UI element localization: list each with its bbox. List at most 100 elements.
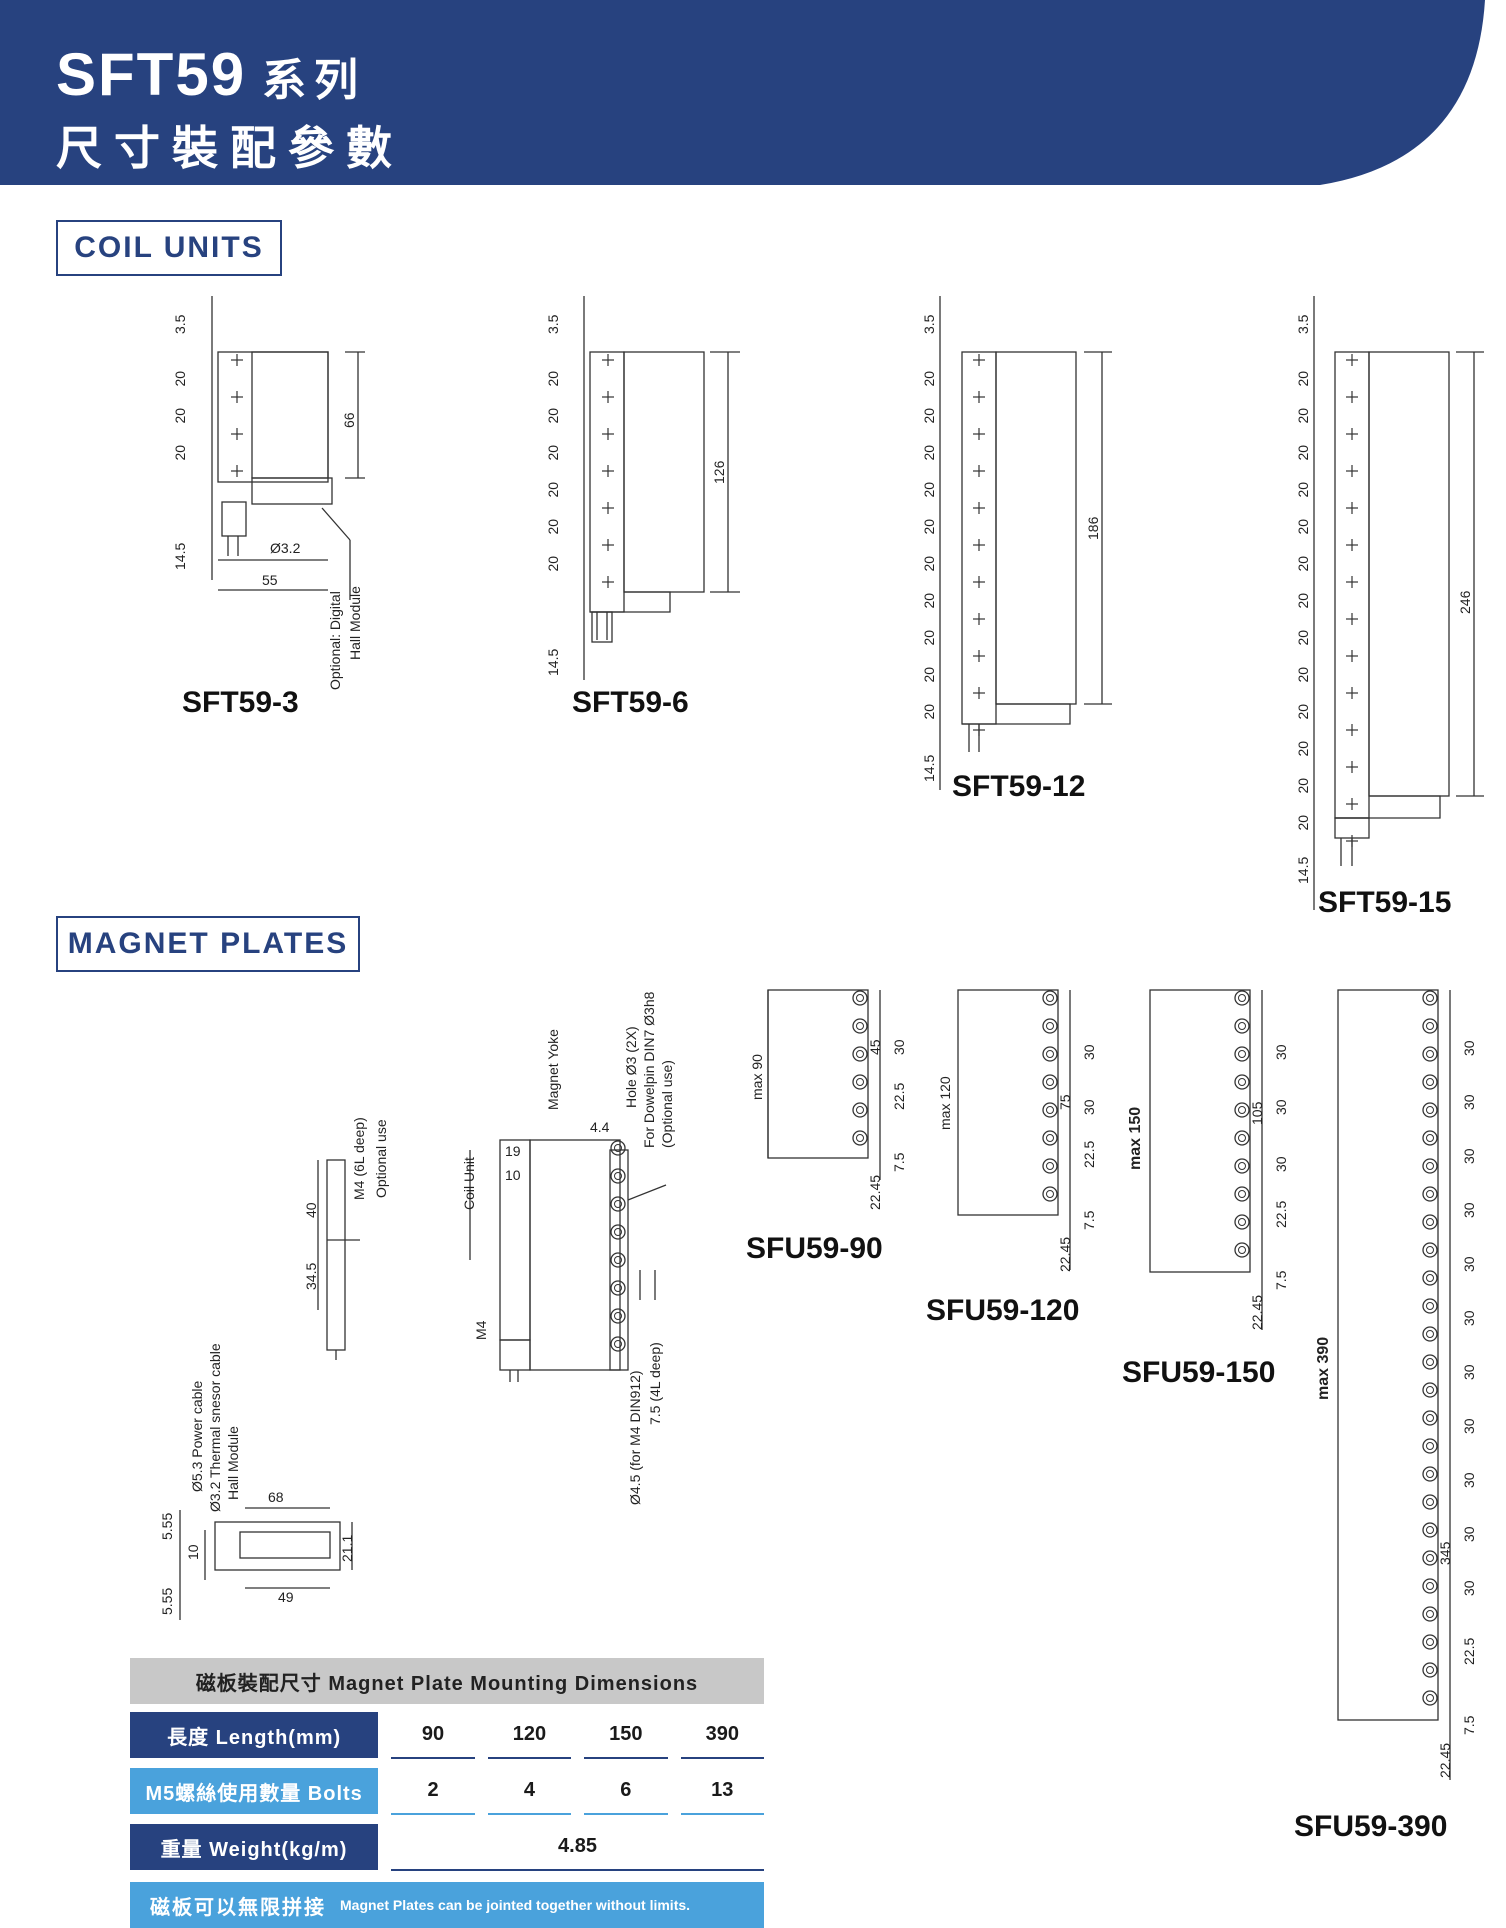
- page-subtitle: 尺寸裝配參數: [56, 122, 404, 174]
- table-key-length: 長度 Length(mm): [130, 1712, 379, 1758]
- magnet-hole-mark: [1422, 1606, 1438, 1622]
- coil-hole-mark: [973, 354, 985, 366]
- coil-hole-mark: [973, 724, 985, 736]
- section-screw-1: Ø4.5 (for M4 DIN912): [627, 1370, 643, 1505]
- coil-pitch-label: 20: [921, 630, 937, 646]
- sfu59-390-pitch-label: 30: [1461, 1364, 1477, 1380]
- magnet-hole-mark: [1422, 1634, 1438, 1650]
- section-m4: M4: [473, 1320, 489, 1340]
- sfu59-390-pitch-label: 30: [1461, 1580, 1477, 1596]
- end-dim-49: 49: [278, 1589, 294, 1605]
- magnet-hole-mark: [610, 1224, 626, 1240]
- magnet-hole-mark: [852, 1018, 868, 1034]
- section-screw-2: 7.5 (4L deep): [647, 1342, 663, 1425]
- magnet-hole-mark: [1234, 990, 1250, 1006]
- magnet-section-view: [469, 1139, 667, 1382]
- sfu59-150-pitch-3: 30: [1273, 1156, 1289, 1172]
- coil-hole-mark: [602, 502, 614, 514]
- coil-pitch-label: 20: [545, 519, 561, 535]
- sfu59-390-edge: 22.45: [1437, 1743, 1453, 1778]
- plate-drawing-sfu59-120: [957, 989, 1071, 1270]
- section-magnet-yoke: Magnet Yoke: [545, 1029, 561, 1110]
- model-label-sfu59-150: SFU59-150: [1122, 1356, 1276, 1389]
- sfu59-390-pitch-label: 30: [1461, 1472, 1477, 1488]
- end-thermal-cable: Ø3.2 Thermal snesor cable: [207, 1343, 223, 1512]
- coil-hole-mark: [973, 465, 985, 477]
- end-dim-68: 68: [268, 1489, 284, 1505]
- header-banner: [0, 0, 1485, 185]
- coil-hole-mark: [1346, 354, 1358, 366]
- magnet-hole-mark: [610, 1308, 626, 1324]
- plate-drawing-sfu59-90: [767, 989, 881, 1180]
- sfu59-390-pitch-label: 30: [1461, 1094, 1477, 1110]
- sfu59-390-pitch-label: 30: [1461, 1418, 1477, 1434]
- side-dim-34-5: 34.5: [303, 1263, 319, 1290]
- coil-pitch-label: 20: [1295, 371, 1311, 387]
- coil-pitch-label: 20: [1295, 482, 1311, 498]
- coil-pitch-label: 20: [921, 519, 937, 535]
- magnet-hole-mark: [610, 1336, 626, 1352]
- table-row: 長度 Length(mm) 90 120 150 390: [130, 1710, 764, 1760]
- coil-hole-mark: [1346, 835, 1358, 847]
- sfu59-90-edge: 22.45: [867, 1175, 883, 1210]
- sfu59-120-max: max 120: [937, 1076, 953, 1130]
- coil-pitch-label: 20: [1295, 408, 1311, 424]
- coil-pitch-label: 20: [545, 371, 561, 387]
- sfu59-150-mid: 22.5: [1273, 1201, 1289, 1228]
- side-m4-note: M4 (6L deep): [351, 1117, 367, 1200]
- coil-pitch-label: 20: [921, 667, 937, 683]
- magnet-hole-mark: [1234, 1130, 1250, 1146]
- sfu59-150-edge: 22.45: [1249, 1295, 1265, 1330]
- coil-pitch-label: 20: [172, 408, 188, 424]
- coil-hole-mark: [973, 613, 985, 625]
- coil-pitch-labels: 2020202020202020202020202020202020202020…: [172, 371, 1311, 831]
- magnet-hole-mark: [1422, 1130, 1438, 1146]
- magnet-hole-mark: [1422, 1354, 1438, 1370]
- coil-pitch-label: 20: [921, 556, 937, 572]
- magnet-hole-mark: [1042, 1186, 1058, 1202]
- sft59-3-note-2: Hall Module: [347, 586, 363, 660]
- magnet-plates-heading: MAGNET PLATES: [56, 916, 360, 972]
- sfu59-390-inner: 345: [1437, 1541, 1453, 1565]
- magnet-hole-mark: [1234, 1018, 1250, 1034]
- magnet-hole-mark: [1422, 1242, 1438, 1258]
- coil-hole-mark: [231, 391, 243, 403]
- coil-hole-mark: [602, 539, 614, 551]
- coil-mounting-holes: [231, 354, 1358, 847]
- end-dim-5-55-bottom: 5.55: [159, 1588, 175, 1615]
- magnet-hole-mark: [1234, 1102, 1250, 1118]
- sft59-12-top-offset: 3.5: [921, 314, 937, 334]
- magnet-hole-mark: [1234, 1242, 1250, 1258]
- coil-hole-mark: [973, 502, 985, 514]
- sfu59-120-end: 7.5: [1081, 1210, 1097, 1230]
- magnet-hole-mark: [1422, 1046, 1438, 1062]
- table-cell: 4.85: [391, 1823, 764, 1871]
- coil-hole-mark: [1346, 798, 1358, 810]
- title-model: SFT59: [56, 41, 247, 108]
- coil-pitch-label: 20: [172, 371, 188, 387]
- coil-hole-mark: [1346, 761, 1358, 773]
- magnet-hole-mark: [852, 1046, 868, 1062]
- section-hole-2: For Dowelpin DIN7 Ø3h8: [641, 991, 657, 1148]
- coil-pitch-label: 20: [921, 408, 937, 424]
- side-optional-use: Optional use: [373, 1119, 389, 1198]
- table-cell: 150: [584, 1711, 668, 1759]
- sft59-3-width: 55: [262, 572, 278, 588]
- sfu59-90-end: 7.5: [891, 1152, 907, 1172]
- sfu59-390-pitch-label: 30: [1461, 1256, 1477, 1272]
- coil-pitch-label: 20: [1295, 593, 1311, 609]
- plate-drawing-sfu59-150: [1149, 989, 1263, 1330]
- coil-pitch-label: 20: [1295, 556, 1311, 572]
- magnet-hole-mark: [1422, 1270, 1438, 1286]
- coil-hole-mark: [1346, 613, 1358, 625]
- sft59-6-bottom-offset: 14.5: [545, 649, 561, 676]
- table-cell: 4: [487, 1767, 572, 1815]
- coil-hole-mark: [602, 465, 614, 477]
- sft59-3-hole: Ø3.2: [270, 540, 301, 556]
- model-label-sft59-15: SFT59-15: [1318, 886, 1452, 919]
- magnet-hole-mark: [1422, 1298, 1438, 1314]
- coil-drawing-sft59-12: [939, 296, 1112, 790]
- section-hole-3: (Optional use): [659, 1060, 675, 1148]
